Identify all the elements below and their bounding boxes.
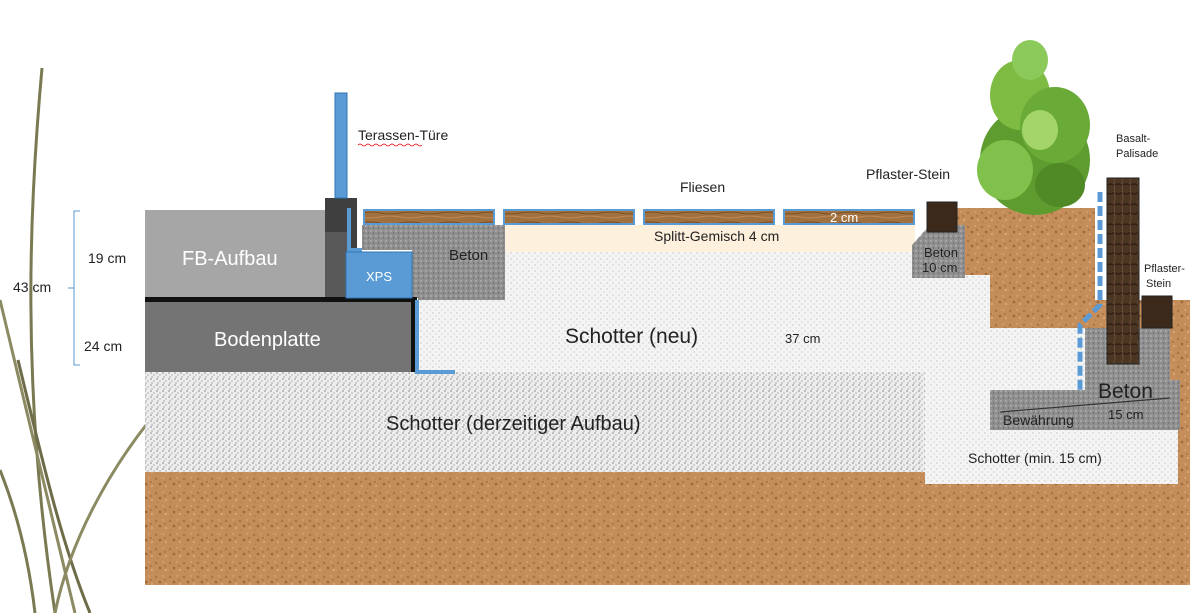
gravel-new-layer — [418, 252, 1085, 430]
gravel-new-thk-label: 37 cm — [785, 331, 820, 346]
concrete-mid-label: Beton — [924, 245, 958, 260]
slab-layer — [145, 302, 411, 372]
spell-underline — [357, 143, 423, 147]
tiles-label: Fliesen — [680, 179, 725, 195]
xps-block — [345, 251, 413, 299]
membrane-right — [1077, 192, 1103, 390]
tile-thickness-label: 2 cm — [830, 210, 858, 225]
slab-edge — [411, 302, 417, 372]
door-label: Terassen-Türe — [358, 127, 448, 143]
grit-layer — [505, 225, 915, 252]
gravel-existing-label: Schotter (derzeitiger Aufbau) — [386, 413, 641, 435]
fb-label: FB-Aufbau — [182, 248, 278, 270]
xps-label: XPS — [366, 269, 392, 284]
concrete-mid — [912, 225, 965, 278]
slab-label: Bodenplatte — [214, 329, 321, 351]
tile-4 — [783, 209, 915, 225]
bush-icon — [977, 40, 1090, 215]
dimension-total: 43 cm — [13, 279, 51, 295]
concrete-right-label: Beton — [1098, 380, 1153, 403]
gravel-min-layer — [925, 430, 1178, 484]
paver-side — [1141, 295, 1173, 329]
gravel-existing-layer — [145, 372, 925, 472]
rebar-line — [999, 397, 1171, 413]
membrane-left — [347, 208, 455, 374]
concrete-left — [362, 225, 505, 300]
concrete-left-label: Beton — [449, 247, 488, 264]
palisade-post — [1106, 177, 1140, 365]
fb-layer — [145, 210, 325, 298]
gravel-min-label: Schotter (min. 15 cm) — [968, 450, 1102, 466]
palisade-label-1: Basalt- — [1116, 133, 1151, 145]
door-frame-lower — [325, 232, 347, 298]
gravel-new-label: Schotter (neu) — [565, 325, 698, 348]
dimension-bracket — [68, 210, 80, 366]
door-icon — [334, 92, 348, 199]
separator-line — [145, 297, 417, 302]
paver-top — [926, 201, 958, 233]
grit-label: Splitt-Gemisch 4 cm — [654, 228, 779, 244]
paver-side-label-1: Pflaster- — [1144, 263, 1185, 275]
palisade-label-2: Palisade — [1116, 148, 1158, 160]
paver-top-label: Pflaster-Stein — [866, 166, 950, 182]
dimension-upper: 19 cm — [88, 250, 126, 266]
soil-layer — [145, 472, 1190, 585]
paver-side-label-2: Stein — [1146, 278, 1171, 290]
concrete-mid-thk-label: 10 cm — [922, 260, 957, 275]
tile-2 — [503, 209, 635, 225]
dimension-lower: 24 cm — [84, 338, 122, 354]
tile-1 — [363, 209, 495, 225]
rebar-label: Bewährung — [1003, 412, 1074, 428]
concrete-right-thk-label: 15 cm — [1108, 407, 1143, 422]
tile-3 — [643, 209, 775, 225]
grass-decoration-icon — [0, 67, 152, 613]
